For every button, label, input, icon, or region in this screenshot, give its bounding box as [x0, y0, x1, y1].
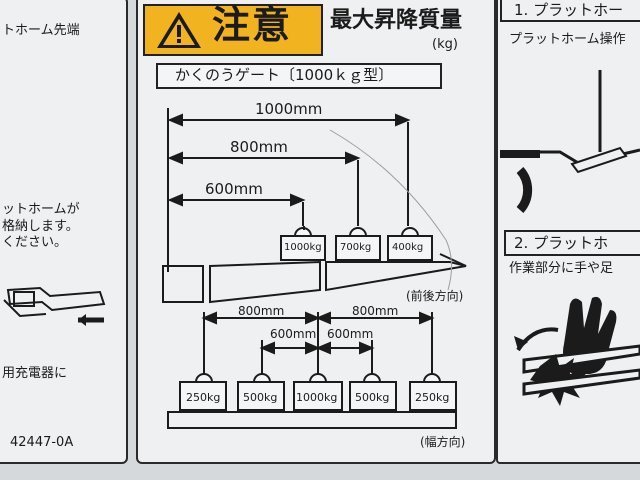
left-illustration — [3, 286, 106, 326]
width-label-right-600: 600mm — [327, 327, 374, 341]
step1-header — [500, 0, 640, 22]
width-weight-500-left: 500kg — [243, 391, 278, 404]
warning-triangle-icon — [157, 12, 201, 48]
width-weight-250-left: 250kg — [186, 391, 221, 404]
left-text-5: 用充電器に — [2, 366, 68, 381]
depth-direction: (前後方向) — [406, 289, 464, 303]
width-direction: (幅方向) — [420, 435, 466, 449]
width-weight-1000: 1000kg — [296, 391, 338, 404]
step2-header — [504, 230, 640, 256]
depth-weight-400: 400kg — [392, 242, 424, 253]
gate-type-label: かくのうゲート〔1000ｋｇ型〕 — [175, 66, 394, 84]
step1-title: 1. プラットホー — [514, 1, 624, 19]
caution-label: 注意 — [212, 3, 293, 47]
unit-label: (kg) — [432, 37, 458, 52]
width-weight-500-right: 500kg — [355, 391, 390, 404]
left-text-2: ットホームが — [2, 202, 80, 217]
width-label-right-800: 800mm — [352, 304, 399, 318]
width-weight-250-right: 250kg — [415, 391, 450, 404]
left-text-4: ください。 — [2, 235, 68, 250]
left-sticker — [0, 0, 128, 464]
depth-label-800: 800mm — [230, 138, 288, 156]
part-number: 42447-0A — [10, 435, 74, 450]
width-label-left-800: 800mm — [238, 304, 285, 318]
step2-pinch-hazard-icon — [514, 296, 640, 406]
step1-illustration — [500, 70, 640, 213]
max-load-title: 最大昇降質量 — [330, 8, 463, 33]
depth-weight-700: 700kg — [340, 242, 372, 253]
depth-label-600: 600mm — [205, 180, 263, 198]
step2-title: 2. プラットホ — [514, 234, 609, 252]
depth-weight-1000: 1000kg — [284, 242, 322, 253]
gate-type-box — [156, 63, 442, 89]
left-text-1: トホーム先端 — [2, 23, 80, 38]
left-text-3: 格納します。 — [2, 219, 79, 234]
step1-text: プラットホーム操作 — [509, 32, 626, 47]
step2-text: 作業部分に手や足 — [509, 261, 614, 276]
depth-label-1000: 1000mm — [255, 100, 323, 118]
width-label-left-600: 600mm — [270, 327, 317, 341]
